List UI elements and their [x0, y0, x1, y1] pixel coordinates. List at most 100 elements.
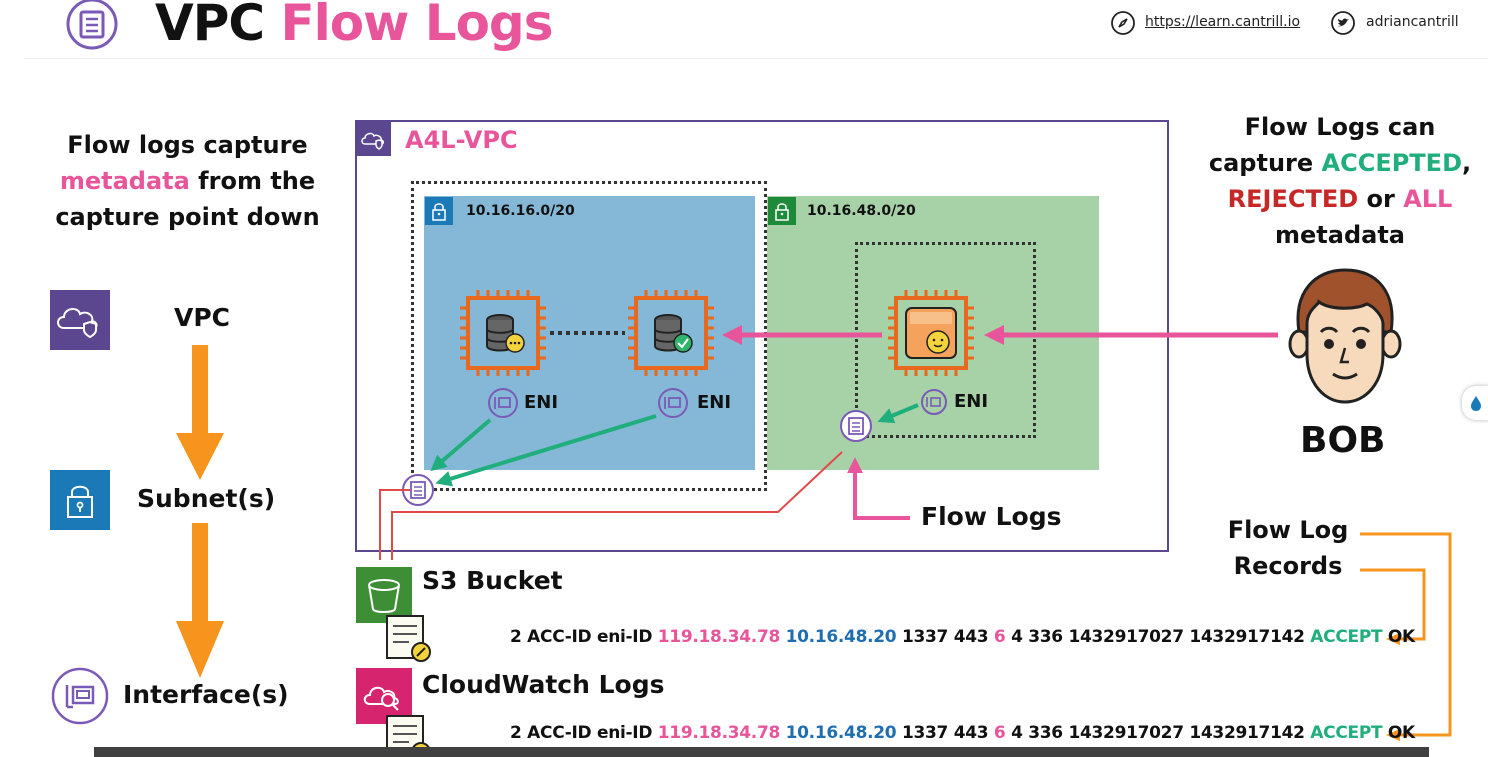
instance-capture-scope: [855, 242, 1036, 438]
down-arrow-icon: [176, 523, 224, 678]
record-src-port: 1337: [901, 627, 949, 647]
subnet-a: [424, 196, 755, 470]
accepted-label: ACCEPTED: [1321, 149, 1462, 177]
subnet-b-lock-icon: [768, 197, 796, 225]
ec2-instance-icon: [628, 290, 714, 376]
or-word: or: [1358, 185, 1404, 213]
s3-connector-line: [379, 489, 410, 560]
record-bytes: 336: [1028, 627, 1063, 647]
record-end: 1432917142: [1189, 723, 1305, 743]
ec2-instance-icon: [460, 290, 546, 376]
record-src-addr: 119.18.34.78: [657, 723, 781, 743]
capture-types-description: Flow Logs can capture ACCEPTED, REJECTED…: [1190, 109, 1488, 253]
record-connector: [1360, 532, 1452, 737]
eni-to-flowlog-arrow: [430, 418, 492, 472]
subnet-a-lock-icon: [425, 197, 453, 225]
bob-avatar-icon: [1285, 262, 1405, 412]
record-dst-port: 443: [953, 723, 989, 743]
record-log-status: OK: [1387, 627, 1415, 647]
vpc-icon: [50, 290, 110, 350]
eni-to-flowlog-arrow: [877, 403, 919, 424]
all-label: ALL: [1403, 185, 1453, 213]
record-dst-addr: 10.16.48.20: [785, 627, 897, 647]
record-dst-port: 443: [953, 627, 989, 647]
record-version: 2: [510, 723, 522, 743]
record-src-addr: 119.18.34.78: [657, 627, 781, 647]
flow-log-record: 2 ACC-ID eni-ID 119.18.34.78 10.16.48.20…: [510, 723, 1415, 743]
record-src-port: 1337: [901, 723, 949, 743]
rejected-label: REJECTED: [1227, 185, 1359, 213]
log-file-icon: [385, 614, 431, 662]
s3-bucket-icon: [356, 567, 412, 623]
s3-connector-line: [391, 451, 843, 560]
eni-label: ENI: [697, 392, 732, 413]
hierarchy-arrows: [176, 345, 224, 678]
level-interface-label: Interface(s): [123, 680, 289, 709]
flow-logs-logo-icon: [64, 0, 120, 52]
metadata-highlight: metadata: [59, 167, 190, 195]
person-name: BOB: [1300, 420, 1386, 461]
record-arrowhead: [1386, 729, 1400, 741]
capture-line1: Flow logs capture: [67, 131, 308, 159]
eni-label: ENI: [954, 391, 989, 412]
record-end: 1432917142: [1189, 627, 1305, 647]
capture-types-line2: capture ACCEPTED,: [1190, 145, 1488, 181]
records-line1: Flow Log: [1227, 516, 1349, 544]
twitter-handle[interactable]: adriancantrill: [1366, 14, 1459, 30]
flow-logs-label: Flow Logs: [921, 502, 1062, 531]
capture-types-line3: REJECTED or ALL: [1190, 181, 1488, 217]
compass-icon: [1110, 10, 1136, 36]
record-dst-addr: 10.16.48.20: [785, 723, 897, 743]
capture-line3: capture point down: [55, 203, 320, 231]
twitter-icon: [1330, 10, 1356, 36]
vpc-badge-icon: [357, 122, 391, 156]
capture-line2: metadata from the: [40, 163, 335, 199]
record-arrowhead: [1386, 633, 1400, 645]
header-divider: [24, 58, 1488, 59]
level-vpc-label: VPC: [174, 303, 231, 332]
subnet-b-cidr: 10.16.48.0/20: [807, 203, 916, 219]
cloudwatch-label: CloudWatch Logs: [422, 670, 665, 699]
eni-to-flowlog-arrow: [435, 414, 657, 487]
capture-line2-rest: from the: [189, 167, 316, 195]
record-interface: eni-ID: [596, 627, 653, 647]
record-action: ACCEPT: [1310, 723, 1383, 743]
eni-icon: [921, 389, 947, 415]
record-account: ACC-ID: [527, 723, 592, 743]
record-start: 1432917027: [1068, 723, 1184, 743]
record-action: ACCEPT: [1310, 627, 1383, 647]
title-part1: VPC: [155, 0, 265, 52]
eni-label: ENI: [524, 392, 559, 413]
records-line2: Records: [1233, 552, 1343, 580]
capture-description: Flow logs capture metadata from the capt…: [40, 127, 335, 235]
s3-label: S3 Bucket: [422, 566, 563, 595]
record-start: 1432917027: [1068, 627, 1184, 647]
subnet-lock-icon: [50, 470, 110, 530]
subnet-a-cidr: 10.16.16.0/20: [466, 203, 575, 219]
network-interface-icon: [51, 667, 109, 725]
comma: ,: [1462, 149, 1472, 177]
capture-types-line1: Flow Logs can: [1244, 113, 1436, 141]
video-controls-bar[interactable]: [94, 747, 1429, 757]
record-version: 2: [510, 627, 522, 647]
website-link[interactable]: https://learn.cantrill.io: [1145, 14, 1301, 30]
record-log-status: OK: [1387, 723, 1415, 743]
capture-types-line4: metadata: [1275, 221, 1405, 249]
record-protocol: 6: [993, 723, 1006, 743]
record-connector: [1360, 568, 1426, 641]
record-account: ACC-ID: [527, 627, 592, 647]
down-arrow-icon: [176, 345, 224, 480]
eni-icon: [658, 388, 688, 418]
record-protocol: 6: [993, 627, 1006, 647]
title-part2: Flow Logs: [280, 0, 553, 52]
eni-icon: [488, 388, 518, 418]
ec2-instance-icon: [888, 290, 974, 376]
flow-logs-callout-arrow: [847, 457, 910, 520]
record-packets: 4: [1011, 627, 1023, 647]
flow-log-records-label: Flow Log Records: [1218, 512, 1358, 584]
flow-log-record: 2 ACC-ID eni-ID 119.18.34.78 10.16.48.20…: [510, 627, 1415, 647]
assistant-widget-icon[interactable]: [1462, 386, 1488, 420]
record-packets: 4: [1011, 723, 1023, 743]
record-interface: eni-ID: [596, 723, 653, 743]
